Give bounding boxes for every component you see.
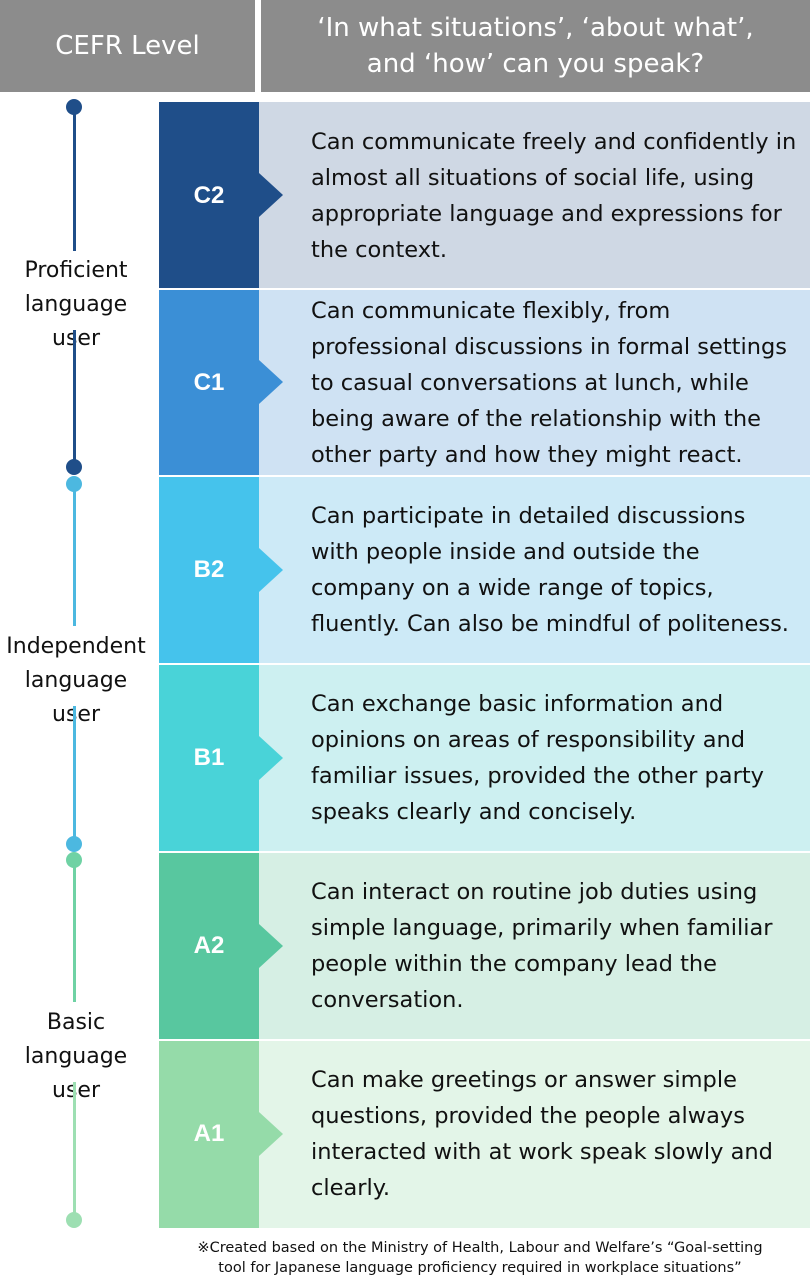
level-b2-description: Can participate in detailed discussions … [259,476,810,664]
level-c1-arrow-icon [259,360,283,404]
level-c2-description: Can communicate freely and confidently i… [259,102,810,289]
level-c2-badge: C2 [159,102,259,289]
row-divider [159,663,810,665]
level-c1-badge: C1 [159,289,259,476]
level-c2-arrow-icon [259,173,283,217]
group-independent-line-top [73,484,76,626]
group-independent-bottom-dot [66,836,82,852]
row-divider [159,475,810,477]
group-basic-label: Basic language user [24,1010,128,1103]
group-proficient-line-bottom [73,330,76,467]
level-a1-badge: A1 [159,1040,259,1228]
group-independent-label: Independent language user [6,634,146,727]
level-b2-arrow-icon [259,548,283,592]
level-b1-badge: B1 [159,664,259,852]
level-b2-badge: B2 [159,476,259,664]
level-row-c1: Can communicate flexibly, from professio… [159,289,810,476]
group-proficient-label: Proficient language user [24,258,128,351]
group-independent-line-bottom [73,706,76,844]
group-basic-line-bottom [73,1082,76,1220]
level-a2-arrow-icon [259,924,283,968]
level-row-a1: Can make greetings or answer simple ques… [159,1040,810,1228]
level-c1-description: Can communicate flexibly, from professio… [259,289,810,476]
source-footnote: ※Created based on the Ministry of Health… [197,1240,763,1276]
level-row-c2: Can communicate freely and confidently i… [159,102,810,289]
group-proficient-bottom-dot [66,459,82,475]
row-divider [159,851,810,853]
level-row-a2: Can interact on routine job duties using… [159,852,810,1040]
level-row-b1: Can exchange basic information and opini… [159,664,810,852]
level-a2-badge: A2 [159,852,259,1040]
level-a1-arrow-icon [259,1112,283,1156]
group-basic-bottom-dot [66,1212,82,1228]
level-row-b2: Can participate in detailed discussions … [159,476,810,664]
group-proficient-line-top [73,107,76,251]
header-cefr-level: CEFR Level [0,0,255,92]
level-a2-description: Can interact on routine job duties using… [259,852,810,1040]
header-speaking-question: ‘In what situations’, ‘about what’, and … [261,0,810,92]
group-basic-line-top [73,860,76,1002]
row-divider [159,288,810,290]
level-a1-description: Can make greetings or answer simple ques… [259,1040,810,1228]
level-b1-arrow-icon [259,736,283,780]
level-b1-description: Can exchange basic information and opini… [259,664,810,852]
row-divider [159,1039,810,1041]
